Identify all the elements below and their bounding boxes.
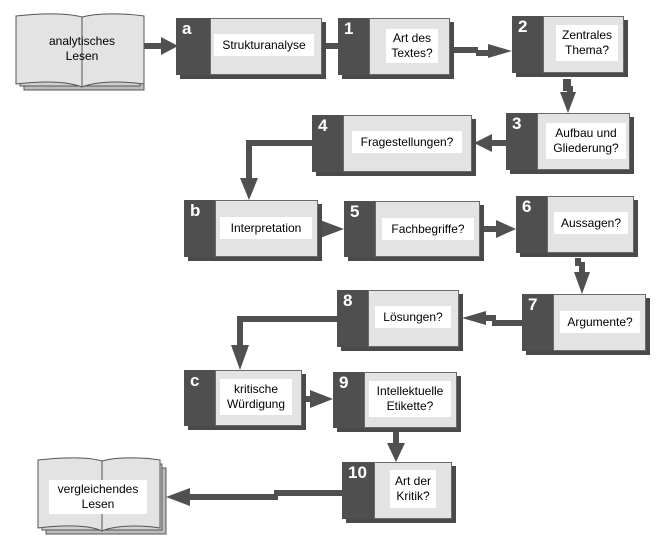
step-key-9: 9 bbox=[339, 373, 349, 392]
step-key-1: 1 bbox=[344, 19, 354, 38]
step-key-8: 8 bbox=[343, 291, 353, 310]
open-book-icon bbox=[15, 13, 145, 91]
phase-a-strukturanalyse: a Strukturanalyse bbox=[176, 18, 326, 79]
step-key-4: 4 bbox=[318, 116, 328, 135]
edge-4-b bbox=[240, 140, 312, 200]
edge-c-9 bbox=[302, 390, 333, 408]
step-5-fachbegriffe: 5 Fachbegriffe? bbox=[344, 201, 484, 261]
phase-label-b: Interpretation bbox=[230, 220, 302, 235]
edge-5-6 bbox=[482, 220, 516, 238]
edge-2-3 bbox=[560, 79, 576, 113]
step-7-argumente: 7 Argumente? bbox=[522, 294, 650, 355]
phase-key-c: c bbox=[190, 371, 200, 390]
edge-start-a bbox=[143, 37, 178, 55]
edge-1-2 bbox=[450, 44, 512, 58]
phase-label-a: Strukturanalyse bbox=[222, 37, 306, 52]
step-4-fragestellungen: 4 Fragestellungen? bbox=[312, 115, 476, 176]
step-8-loesungen: 8 Lösungen? bbox=[337, 290, 463, 351]
edge-3-4 bbox=[474, 134, 508, 152]
step-label-5: Fachbegriffe? bbox=[391, 221, 465, 236]
phase-b-interpretation: b Interpretation bbox=[184, 200, 322, 261]
edge-6-7 bbox=[574, 258, 590, 294]
step-label-4: Fragestellungen? bbox=[360, 134, 454, 149]
edge-9-10 bbox=[387, 432, 405, 462]
phase-key-a: a bbox=[182, 19, 192, 38]
step-key-5: 5 bbox=[350, 202, 360, 221]
edge-a-1 bbox=[322, 43, 338, 49]
edge-10-end bbox=[166, 488, 342, 506]
step-label-8: Lösungen? bbox=[383, 309, 443, 324]
step-key-2: 2 bbox=[518, 17, 528, 36]
phase-key-b: b bbox=[190, 201, 201, 220]
step-key-3: 3 bbox=[512, 114, 522, 133]
step-6-aussagen: 6 Aussagen? bbox=[516, 196, 638, 257]
step-label-6: Aussagen? bbox=[560, 215, 622, 230]
edge-8-c bbox=[231, 316, 337, 370]
step-key-10: 10 bbox=[348, 463, 367, 482]
step-key-7: 7 bbox=[528, 295, 538, 314]
step-label-7: Argumente? bbox=[567, 314, 633, 329]
edge-7-8 bbox=[462, 311, 522, 326]
edge-b-5 bbox=[318, 220, 344, 238]
step-key-6: 6 bbox=[522, 197, 532, 216]
